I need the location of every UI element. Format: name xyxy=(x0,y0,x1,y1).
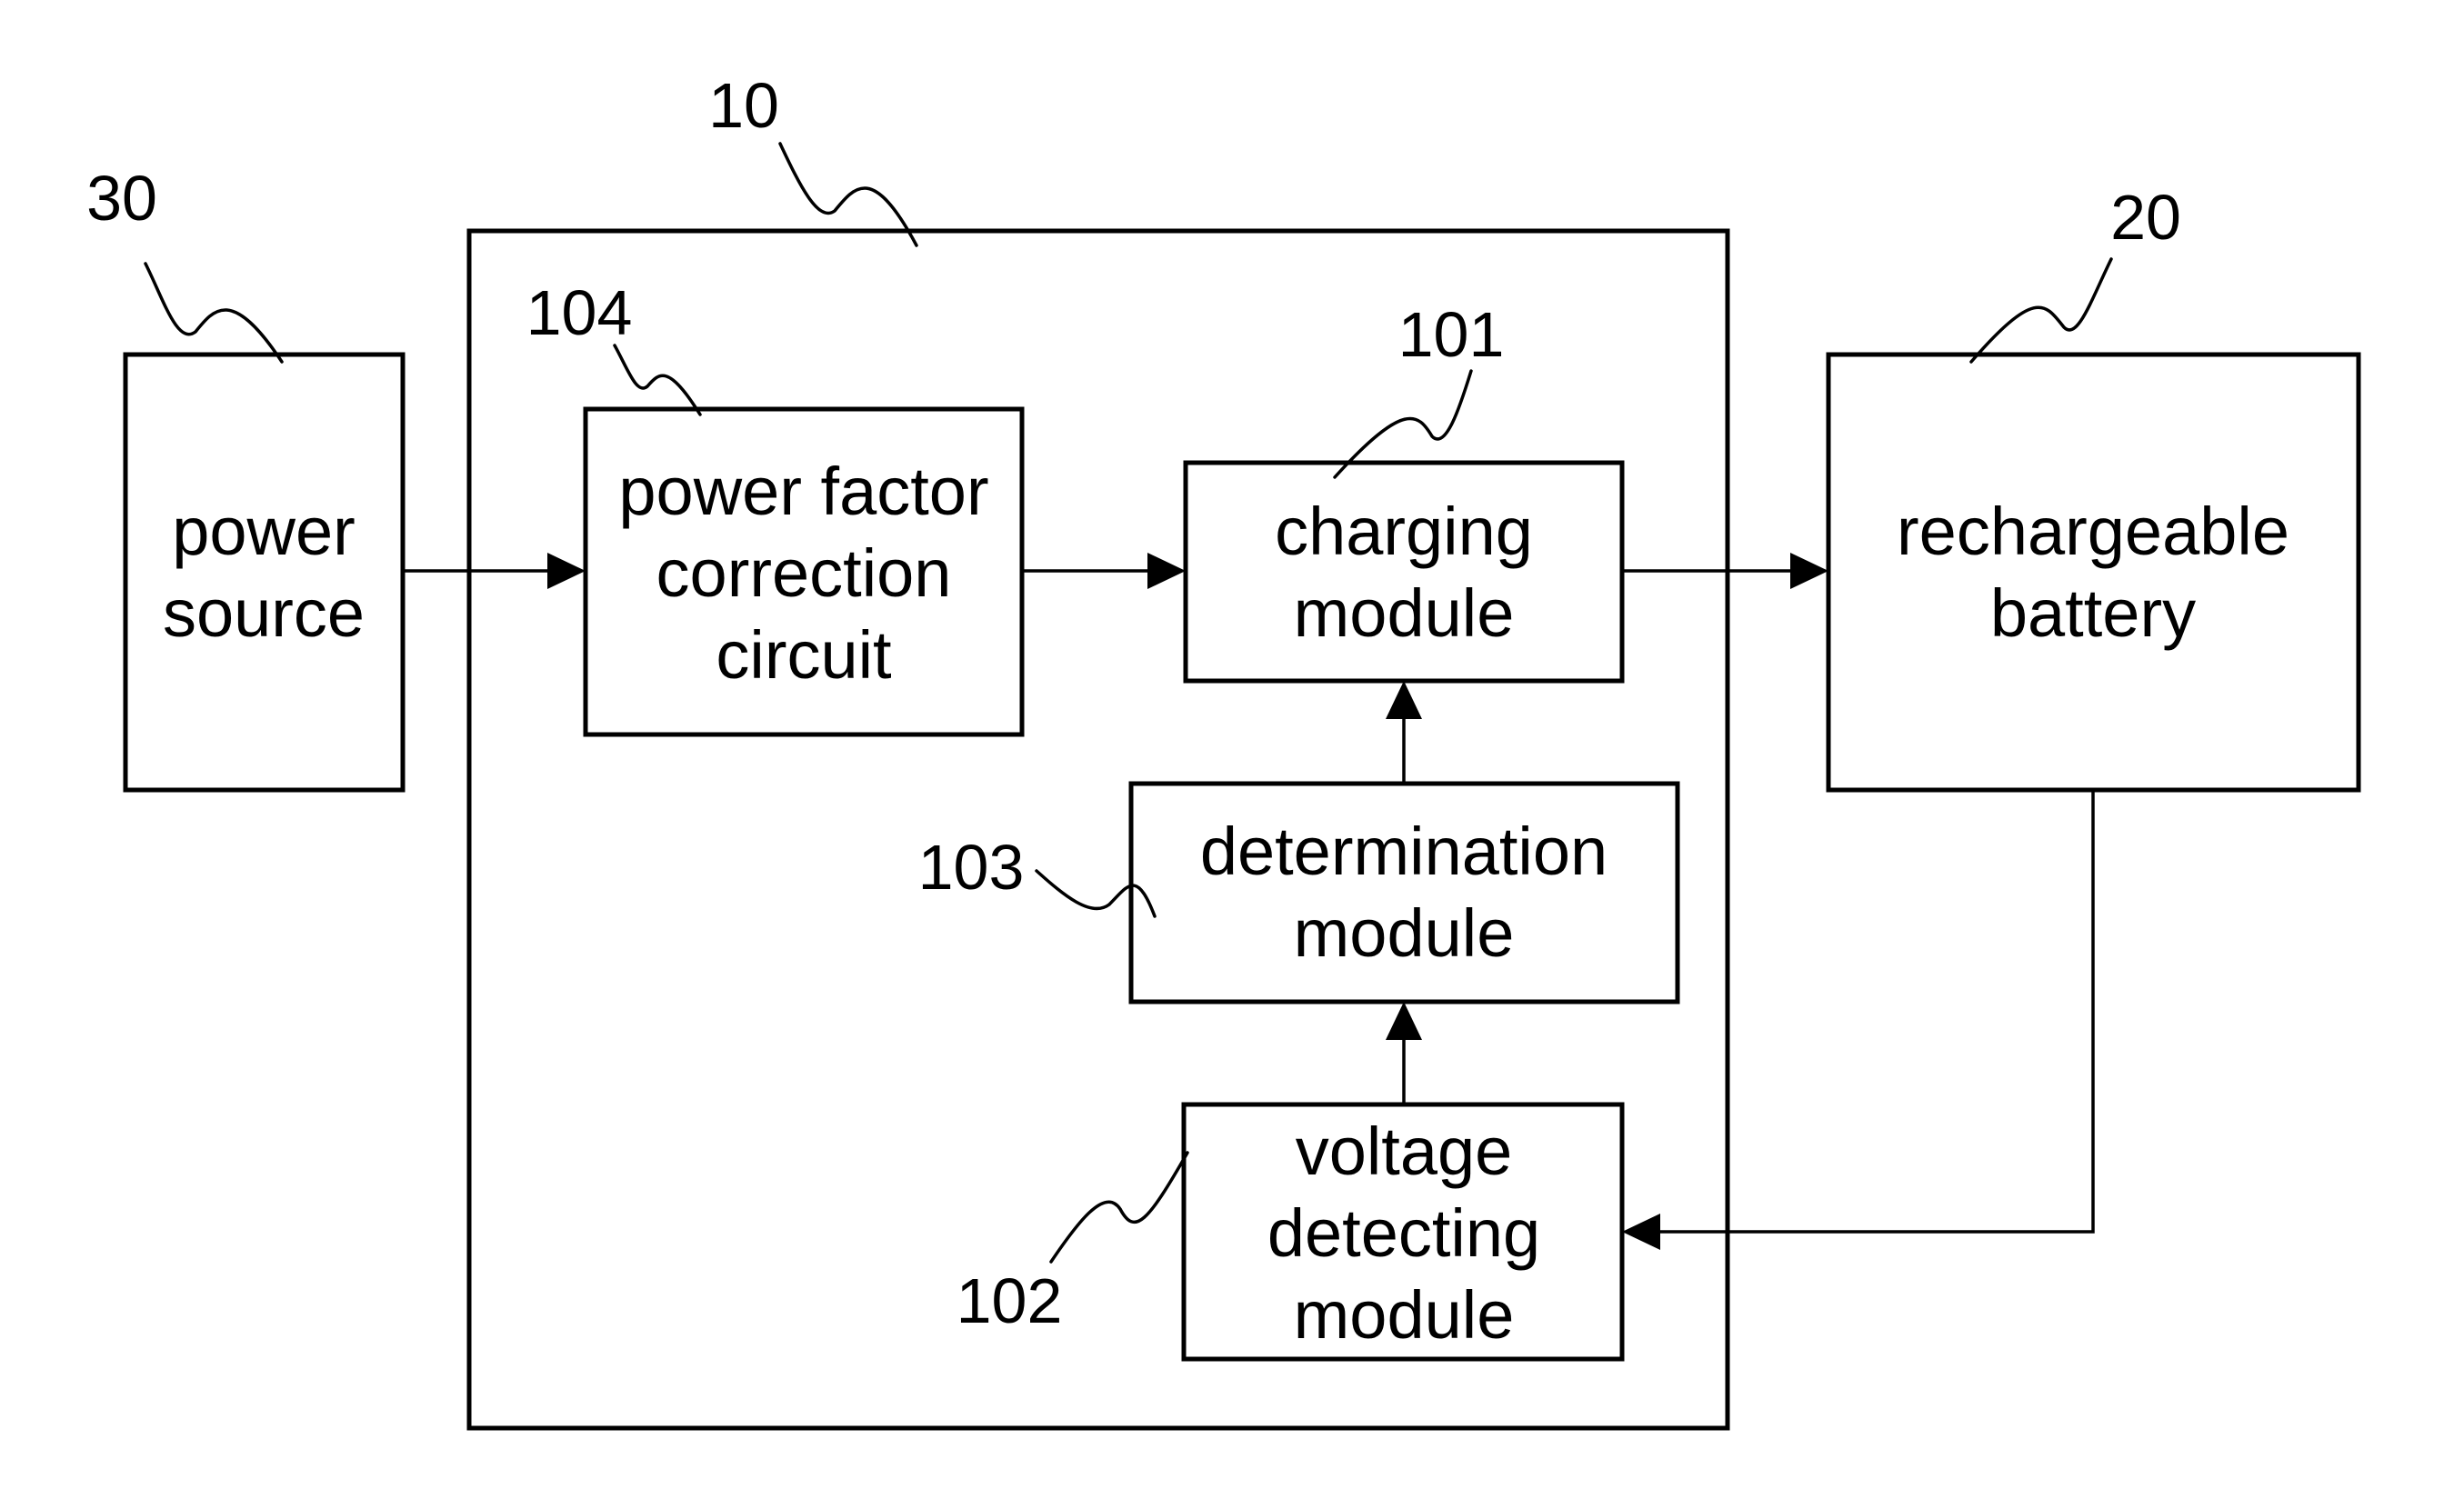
ref-numeral-10: 10 xyxy=(708,70,779,141)
rechargeable-battery-label-line-1: rechargeable xyxy=(1897,494,2289,569)
ref-numeral-104: 104 xyxy=(526,277,633,348)
ref-numeral-20: 20 xyxy=(2110,182,2181,253)
rechargeable-battery-label-line-2: battery xyxy=(1990,575,2196,651)
ref-numeral-101: 101 xyxy=(1398,299,1505,370)
charging-module-label-line-2: module xyxy=(1294,575,1515,651)
arrow-into-battery xyxy=(1790,553,1828,589)
power-source-label-line-1: power xyxy=(172,494,356,569)
ref-numeral-102: 102 xyxy=(957,1265,1063,1336)
pfc-label-line-1: power factor xyxy=(618,454,988,529)
leader-30 xyxy=(145,264,282,362)
voltage-detecting-module-label-line-1: voltage xyxy=(1296,1114,1513,1189)
leader-20 xyxy=(1971,259,2111,362)
pfc-label-line-3: circuit xyxy=(716,617,892,693)
power-source-block xyxy=(125,355,403,790)
charging-module-label-line-1: charging xyxy=(1275,494,1533,569)
determination-module-label-line-2: module xyxy=(1294,895,1515,971)
voltage-detecting-module-label-line-2: detecting xyxy=(1267,1195,1540,1271)
ref-numeral-30: 30 xyxy=(86,163,157,234)
rechargeable-battery-block xyxy=(1828,355,2359,790)
ref-numeral-103: 103 xyxy=(918,832,1025,903)
power-source-label-line-2: source xyxy=(163,575,365,651)
voltage-detecting-module-label-line-3: module xyxy=(1294,1277,1515,1353)
pfc-label-line-2: correction xyxy=(656,535,952,611)
determination-module-label-line-1: determination xyxy=(1200,814,1608,889)
